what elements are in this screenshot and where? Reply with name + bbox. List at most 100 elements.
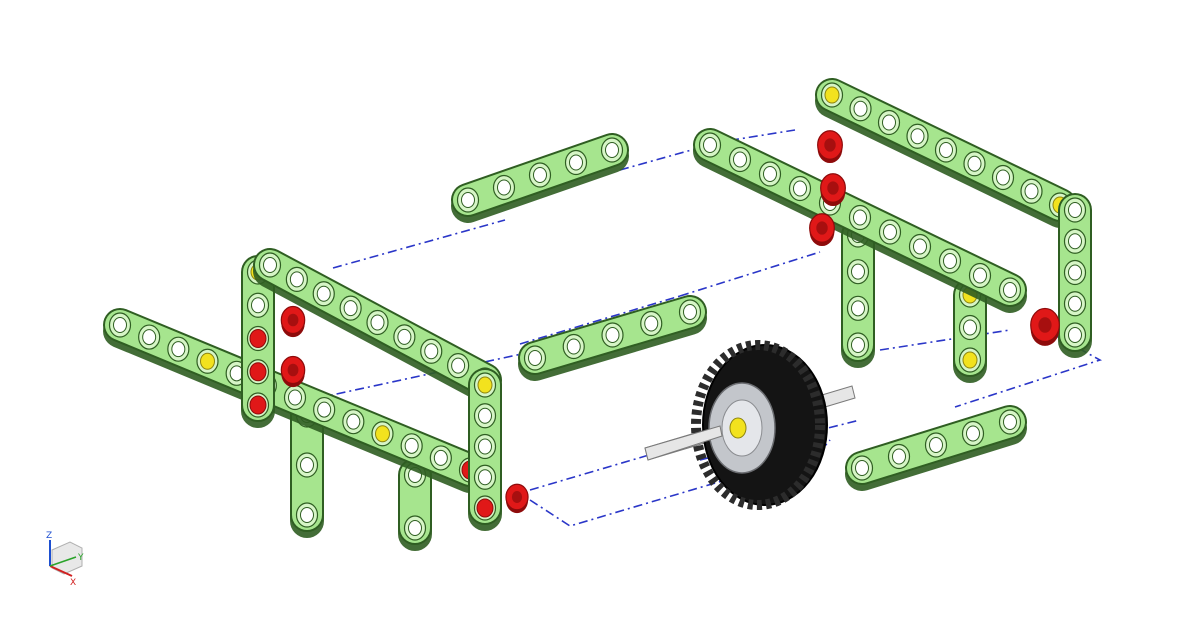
beam-hole bbox=[878, 219, 902, 245]
beam-hole bbox=[906, 123, 929, 149]
beam-hole bbox=[758, 161, 782, 187]
beam-hole bbox=[366, 309, 389, 336]
wheel-with-axle[interactable] bbox=[644, 340, 856, 510]
assembly-parts-layer bbox=[103, 78, 1092, 551]
beam-hole bbox=[678, 299, 702, 325]
beam-hole bbox=[848, 204, 872, 231]
explode-line bbox=[519, 295, 681, 345]
beam-hole bbox=[968, 262, 992, 289]
red-connector-pin-left-1[interactable] bbox=[280, 305, 306, 338]
red-connector-pin-right-4[interactable] bbox=[1030, 307, 1060, 346]
beam-hole bbox=[564, 149, 588, 176]
beam-hole bbox=[562, 333, 585, 360]
pin-hole-red bbox=[246, 359, 270, 385]
beam-hole bbox=[991, 164, 1015, 191]
red-connector-pin-left-3[interactable] bbox=[505, 483, 529, 514]
beam-hole bbox=[961, 420, 985, 447]
triad-y-label: Y bbox=[77, 553, 84, 563]
explode-line bbox=[679, 251, 821, 297]
beam-hole bbox=[473, 403, 497, 429]
beam-hole bbox=[285, 266, 308, 292]
vertical-liftarm-left-front[interactable] bbox=[468, 368, 502, 531]
pin-hole-yellow bbox=[958, 347, 982, 373]
triad-z-label: Z bbox=[46, 531, 52, 541]
explode-line bbox=[879, 329, 1011, 351]
beam-hole bbox=[283, 384, 307, 411]
view-triad-icon[interactable]: Z Y X bbox=[46, 531, 84, 588]
beam-hole bbox=[938, 248, 962, 274]
beam-hole bbox=[1063, 259, 1087, 286]
beam-hole bbox=[850, 455, 874, 481]
loose-liftarm-top-center[interactable] bbox=[451, 133, 629, 223]
beam-hole bbox=[1020, 178, 1043, 204]
beam-hole bbox=[908, 233, 932, 260]
red-connector-pin-left-2[interactable] bbox=[280, 355, 306, 388]
loose-liftarm-bottom-right[interactable] bbox=[845, 405, 1027, 491]
explode-line bbox=[332, 219, 506, 269]
beam-hole bbox=[429, 445, 452, 471]
long-liftarm-front-left[interactable] bbox=[103, 308, 487, 493]
beam-hole bbox=[456, 187, 480, 213]
beam-hole bbox=[788, 175, 812, 202]
red-connector-pin-right-3[interactable] bbox=[809, 213, 835, 247]
beam-hole bbox=[846, 259, 870, 285]
beam-hole bbox=[295, 502, 319, 528]
vertical-liftarm-right-2[interactable] bbox=[953, 278, 987, 383]
long-liftarm-right-lower[interactable] bbox=[693, 128, 1027, 313]
beam-hole bbox=[998, 277, 1022, 303]
beam-hole bbox=[1063, 197, 1087, 223]
triad-x-label: X bbox=[70, 578, 76, 588]
beam-hole bbox=[295, 452, 319, 478]
vertical-liftarm-left-rear[interactable] bbox=[241, 255, 275, 428]
pin-hole-red bbox=[246, 392, 270, 418]
beam-hole bbox=[523, 345, 547, 371]
beam-hole bbox=[640, 310, 663, 337]
beam-hole bbox=[400, 433, 423, 459]
beam-hole bbox=[1063, 322, 1087, 348]
beam-hole bbox=[728, 146, 752, 173]
long-liftarm-right-upper[interactable] bbox=[815, 78, 1077, 228]
pin-hole-yellow bbox=[473, 372, 497, 398]
beam-hole bbox=[601, 322, 624, 348]
long-liftarm-top-left[interactable] bbox=[253, 248, 502, 403]
beam-hole bbox=[403, 515, 427, 541]
red-connector-pin-right-2[interactable] bbox=[820, 173, 846, 207]
beam-hole bbox=[846, 295, 870, 321]
beam-hole bbox=[877, 109, 901, 136]
beam-hole bbox=[958, 314, 982, 341]
beam-hole bbox=[998, 409, 1022, 435]
loose-liftarm-thin-center[interactable] bbox=[518, 295, 707, 381]
beam-hole bbox=[393, 324, 416, 350]
vertical-liftarm-left-small[interactable] bbox=[398, 458, 432, 551]
beam-hole bbox=[167, 336, 190, 362]
hub-bushing bbox=[729, 417, 747, 439]
beam-hole bbox=[313, 396, 336, 423]
beam-hole bbox=[846, 332, 870, 358]
beam-hole bbox=[312, 281, 335, 307]
pin-hole-yellow bbox=[820, 82, 844, 108]
beam-hole bbox=[447, 353, 470, 379]
beam-hole bbox=[963, 151, 986, 177]
red-connector-pin-right-1[interactable] bbox=[817, 130, 843, 164]
beam-hole bbox=[339, 295, 362, 321]
vertical-liftarm-right-rear[interactable] bbox=[1058, 193, 1092, 358]
beam-hole bbox=[849, 96, 872, 122]
beam-hole bbox=[258, 252, 282, 278]
pin-hole-yellow bbox=[371, 421, 394, 447]
beam-hole bbox=[492, 174, 516, 201]
beam-hole bbox=[698, 132, 722, 158]
explode-line bbox=[529, 439, 831, 527]
beam-hole bbox=[473, 464, 497, 490]
beam-hole bbox=[600, 137, 624, 163]
pin-hole-red bbox=[246, 325, 270, 352]
beam-hole bbox=[473, 433, 497, 460]
beam-hole bbox=[1063, 291, 1087, 317]
beam-hole bbox=[528, 162, 552, 188]
beam-hole bbox=[934, 137, 958, 163]
beam-hole bbox=[108, 312, 132, 338]
pin-hole-red bbox=[473, 495, 497, 521]
beam-hole bbox=[138, 324, 161, 350]
beam-hole bbox=[246, 292, 270, 318]
beam-hole bbox=[924, 432, 948, 458]
